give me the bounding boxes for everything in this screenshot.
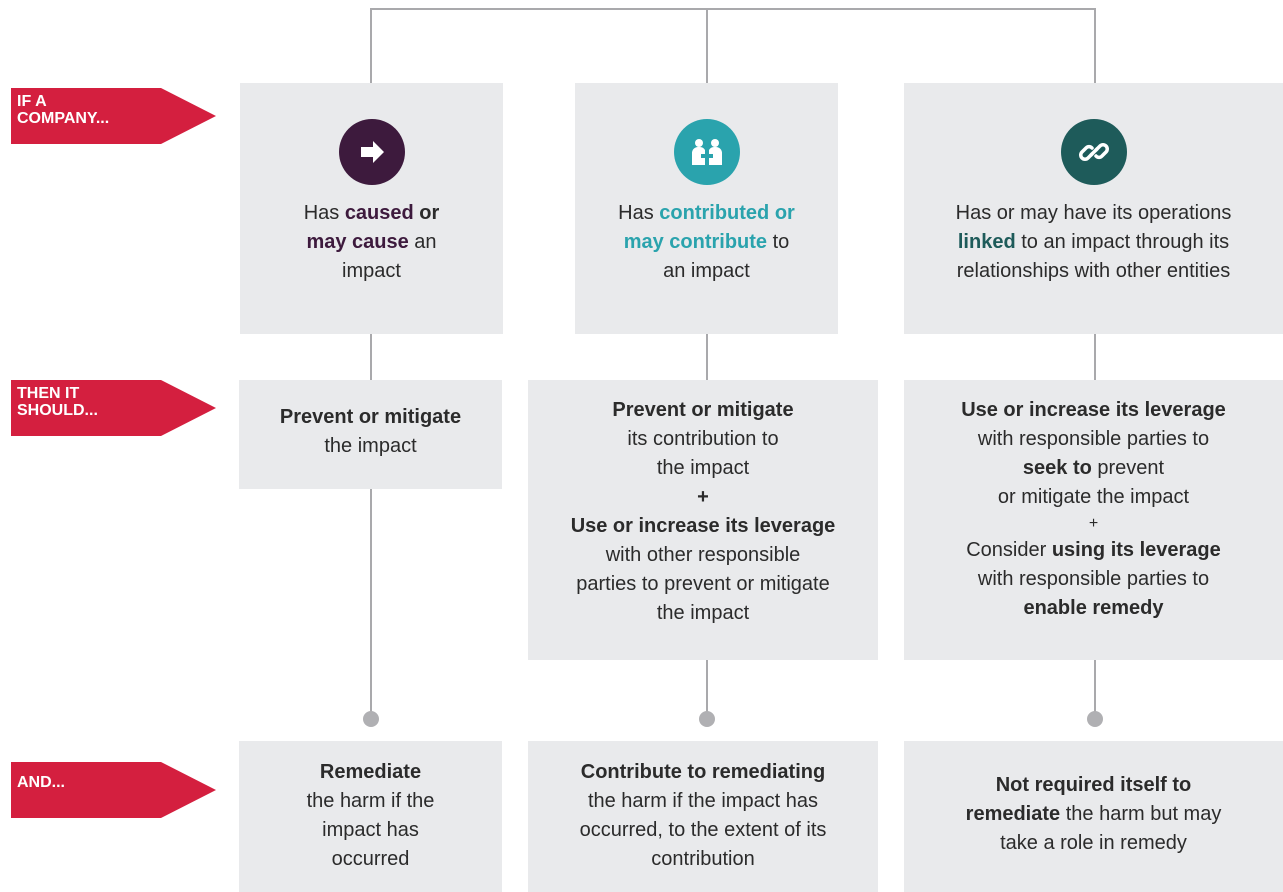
text: the harm if the (306, 790, 435, 812)
text: the impact (656, 457, 750, 479)
text: its contribution to (627, 428, 779, 450)
box-then-col3: Use or increase its leverage with respon… (904, 380, 1283, 660)
box-then-col2: Prevent or mitigate its contribution to … (528, 380, 878, 660)
text: take a role in remedy (1000, 832, 1187, 854)
top-connector (370, 8, 1096, 10)
plus-sign: + (1088, 515, 1099, 532)
text: the impact (656, 602, 750, 624)
text: prevent (1091, 457, 1165, 479)
emphasis: or (413, 202, 440, 224)
text: Consider (966, 539, 1052, 561)
text: occurred (331, 848, 410, 870)
box-and-col1: Remediate the harm if the impact has occ… (239, 741, 502, 892)
box-and-col2: Contribute to remediating the harm if th… (528, 741, 878, 892)
connector-col1-low (370, 489, 372, 715)
connector-dot-col1 (363, 711, 379, 727)
text: with responsible parties to (977, 568, 1210, 590)
connector-col2-mid (706, 334, 708, 380)
connector-col1-top (370, 8, 372, 84)
text: with other responsible (605, 544, 801, 566)
emphasis: Not required itself to (995, 774, 1192, 796)
emphasis: Contribute to remediating (580, 761, 826, 783)
people-handshake-icon (673, 119, 740, 185)
row-label-and: AND... (11, 762, 216, 818)
row-label-if: IF A COMPANY... (11, 88, 216, 144)
connector-col1-mid (370, 334, 372, 380)
arrow-right-icon (338, 119, 405, 185)
emphasis: Use or increase its leverage (570, 515, 836, 537)
emphasis: Prevent or mitigate (279, 406, 462, 428)
text: the impact (324, 435, 417, 457)
text: to an impact through its (1015, 231, 1230, 253)
box-and-col3: Not required itself to remediate the har… (904, 741, 1283, 892)
chain-link-icon (1060, 119, 1127, 185)
connector-col3-mid (1094, 334, 1096, 380)
text: to (767, 231, 790, 253)
emphasis: Use or increase its leverage (961, 399, 1226, 421)
emphasis: linked (957, 231, 1016, 253)
emphasis: enable remedy (1023, 597, 1164, 619)
emphasis: seek to (1022, 457, 1092, 479)
text: with responsible parties to (977, 428, 1210, 450)
emphasis: may cause (306, 231, 409, 253)
plus-sign: + (697, 486, 709, 508)
text: the harm but may (1060, 803, 1222, 825)
text: contribution (651, 848, 755, 870)
connector-dot-col2 (699, 711, 715, 727)
connector-dot-col3 (1087, 711, 1103, 727)
emphasis: contributed or (659, 202, 795, 224)
connector-col3-top (1094, 8, 1096, 84)
text: Has (618, 202, 660, 224)
text: impact (342, 260, 401, 282)
connector-col2-top (706, 8, 708, 84)
box-caused: Has caused or may cause an impact (240, 83, 503, 334)
box-linked: Has or may have its operations linked to… (904, 83, 1283, 334)
text: occurred, to the extent of its (579, 819, 827, 841)
connector-col2-low (706, 660, 708, 715)
emphasis: remediate (965, 803, 1061, 825)
text: the harm if the impact has (587, 790, 819, 812)
box-then-col1: Prevent or mitigate the impact (239, 380, 502, 489)
emphasis: caused (344, 202, 414, 224)
connector-col3-low (1094, 660, 1096, 715)
text: an impact (663, 260, 750, 282)
emphasis: may contribute (623, 231, 768, 253)
emphasis: Remediate (319, 761, 422, 783)
emphasis: using its leverage (1051, 539, 1221, 561)
text: an (408, 231, 437, 253)
text: parties to prevent or mitigate (576, 573, 830, 595)
text: relationships with other entities (956, 260, 1231, 282)
emphasis: Prevent or mitigate (612, 399, 794, 421)
text: Has or may have its operations (955, 202, 1232, 224)
text: Has (303, 202, 345, 224)
box-contributed: Has contributed or may contribute to an … (575, 83, 838, 334)
text: or mitigate the impact (997, 486, 1190, 508)
text: impact has (322, 819, 419, 841)
row-label-then: THEN IT SHOULD... (11, 380, 216, 436)
